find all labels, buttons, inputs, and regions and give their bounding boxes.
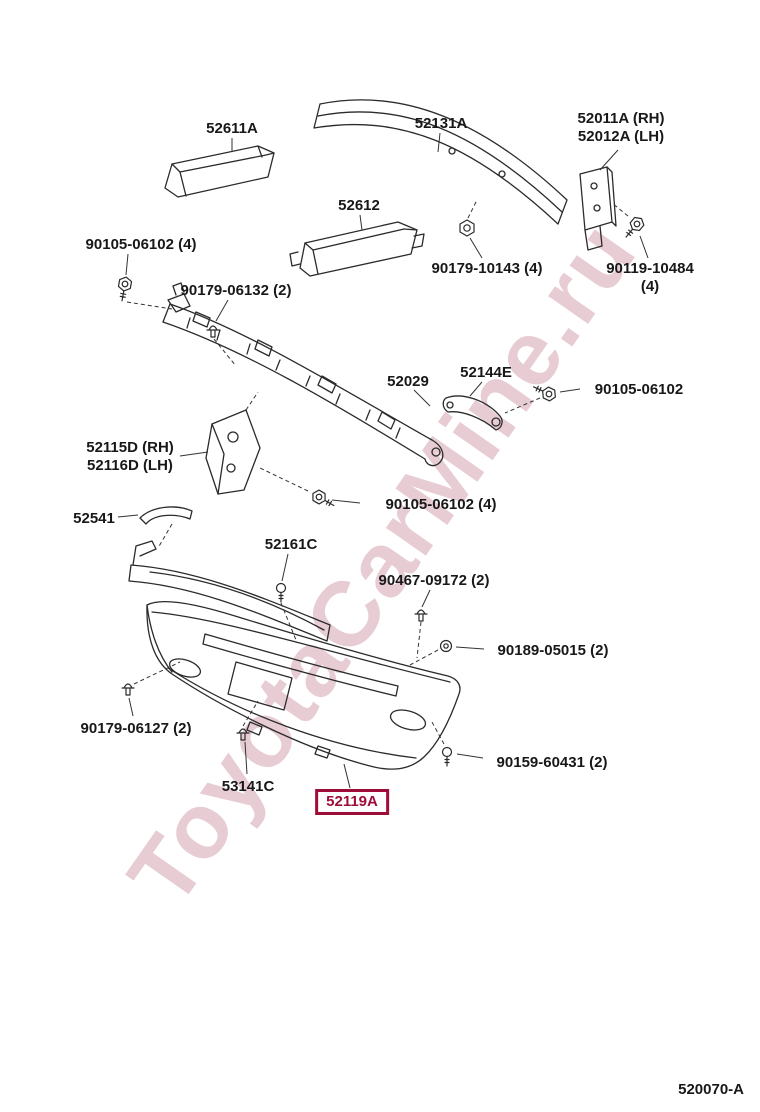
leader-lines	[118, 133, 648, 788]
part-drawing-52011A	[580, 167, 616, 250]
part-drawing-52119A-bumper	[147, 602, 460, 770]
part-drawing-bumper-rail	[129, 541, 330, 641]
part-label: 52541	[73, 510, 115, 527]
part-drawing-52612	[290, 222, 424, 276]
part-drawing-52029-retainer	[163, 283, 443, 466]
part-label: 52115D (RH) 52116D (LH)	[86, 439, 174, 474]
part-label: 52144E	[460, 364, 512, 381]
part-drawing-52144E	[443, 396, 502, 430]
part-label: 90467-09172 (2)	[378, 572, 490, 589]
part-label: 90179-06132 (2)	[180, 282, 292, 299]
dashed-leader-lines	[127, 200, 628, 744]
part-label: 52161C	[264, 536, 318, 553]
part-label: 52011A (RH) 52012A (LH)	[577, 110, 665, 145]
part-label: 90179-06127 (2)	[80, 720, 192, 737]
part-label: 90159-60431 (2)	[496, 754, 608, 771]
part-label: 53141C	[221, 778, 275, 795]
part-label: 52131A	[414, 115, 468, 132]
part-drawing-52541	[140, 507, 192, 524]
part-label: 90105-06102	[594, 381, 684, 398]
part-drawing-52611A	[165, 146, 274, 197]
part-label: 52029	[387, 373, 429, 390]
part-label: 90119-10484 (4)	[606, 260, 694, 295]
part-label: 90179-10143 (4)	[431, 260, 543, 277]
part-drawing-52131A	[314, 100, 567, 224]
part-label: 90105-06102 (4)	[85, 236, 197, 253]
part-label: 90189-05015 (2)	[497, 642, 609, 659]
part-label: 52612	[338, 197, 380, 214]
part-label: 52611A	[206, 120, 258, 137]
diagram-code: 520070-A	[678, 1081, 744, 1098]
part-label: 90105-06102 (4)	[385, 496, 497, 513]
part-label-highlighted: 52119A	[315, 789, 389, 815]
